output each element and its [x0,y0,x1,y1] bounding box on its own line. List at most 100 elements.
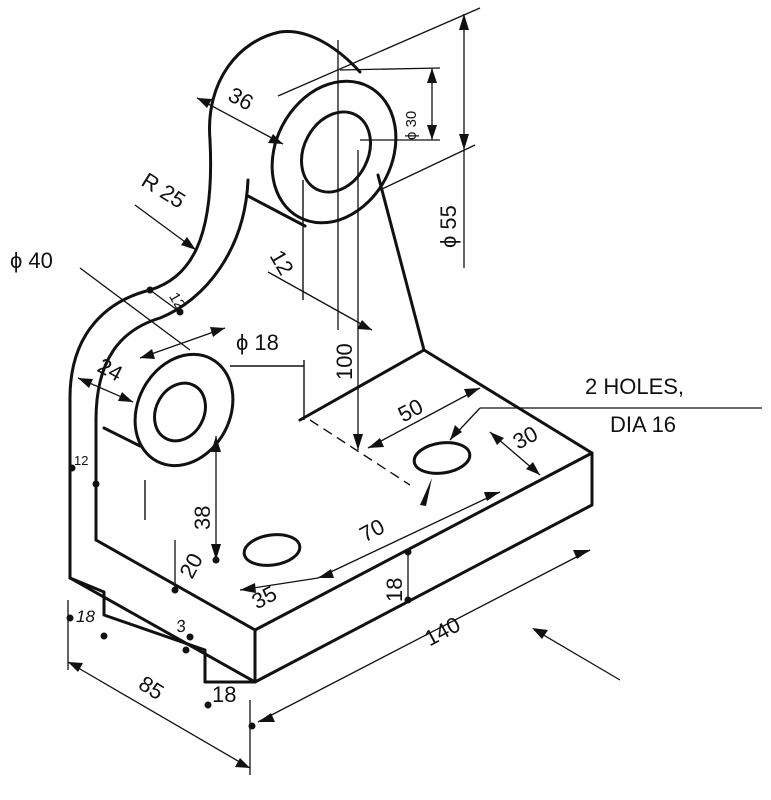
dim-dot [204,701,212,709]
dim-dot [404,596,412,604]
dim-phi30-ext1 [339,67,441,71]
arrowheads [68,14,590,768]
label-12-rib: 12 [265,246,299,280]
label-phi18: ϕ 18 [236,330,279,355]
arrowhead [459,14,469,30]
dim-phi18-line [139,327,226,359]
label-18-left: 18 [76,607,95,626]
upper-boss-back [208,30,362,142]
label-12-left: 12 [74,453,88,468]
holes-note-line1: 2 HOLES, [585,374,684,399]
base-top-face-edges [94,348,594,632]
dim-dot [182,646,190,654]
label-3: 3 [174,616,187,636]
dim-dot [68,464,76,472]
dim-dot [171,586,179,594]
arm-outer-curve [68,138,213,400]
arrowhead [464,388,480,398]
label-phi40: ϕ 40 [10,248,53,273]
label-36: 36 [224,82,257,116]
arrowhead [235,758,250,768]
dim-70-line [317,491,501,579]
lower-boss-side [102,426,142,448]
arrowhead [459,134,469,150]
hidden-line-base [309,419,411,486]
lower-boss-hole [153,381,207,443]
dim-dot [176,308,184,316]
base-hole-right [412,441,472,475]
label-r25: R 25 [137,168,190,214]
arrowhead [368,438,384,448]
dim-50-line [367,387,481,449]
upper-boss-face [270,79,398,225]
dim-dot [186,633,194,641]
arrowhead [78,378,93,388]
dim-85-line [67,661,251,769]
dim-dot [100,632,108,640]
arrowhead [353,434,363,450]
dim-phi40-leader [79,267,191,351]
label-140: 140 [420,612,464,651]
dimension-dots [66,286,412,730]
upper-boss-bottom [246,194,307,228]
label-18-step: 18 [382,578,407,602]
dim-dot [404,548,412,556]
arrowhead [357,320,372,330]
base-step-edges [68,576,257,684]
label-24: 24 [94,353,127,387]
label-38: 38 [190,506,215,530]
label-12-arm: 12 [165,290,188,313]
label-phi55: ϕ 55 [436,205,461,248]
arrowhead [258,713,275,722]
dim-dot [92,480,100,488]
arrowhead [427,68,437,83]
view-arrowhead [532,628,548,639]
arrowhead [450,425,462,440]
thin-lines [144,180,411,520]
dim-140-line [257,549,591,723]
label-phi30: ϕ 30 [403,111,420,140]
label-50: 50 [394,394,427,428]
arrowhead [268,134,283,144]
arm-inner-curve [94,178,250,422]
arrowhead [427,125,437,140]
dim-phi55-ext2 [379,144,476,191]
label-20: 20 [174,549,208,582]
arrowhead [181,237,196,250]
label-100: 100 [332,343,357,380]
base-bottom-front-edge [68,451,594,684]
arrowhead [118,392,133,402]
arrowhead [573,550,590,559]
arrowhead [68,662,83,672]
arrowhead [240,583,256,593]
dim-dot [212,556,220,564]
dim-dot [248,722,256,730]
arrowhead [526,462,540,475]
dim-dot [146,286,154,294]
arrowhead [211,544,221,560]
label-70: 70 [355,514,388,548]
label-30: 30 [509,421,542,455]
dim-phi55-ext1 [277,7,481,97]
arrowhead [420,478,432,506]
rib-edge [376,173,426,352]
dim-36-line [196,97,284,145]
dim-12-rib [267,271,373,331]
arrowhead [210,327,225,337]
base-hole-left [242,533,302,567]
lower-boss-outline [133,352,235,468]
arrowhead [140,349,155,359]
holes-note-line2: DIA 16 [610,412,676,437]
arrowhead [490,432,504,445]
arrowhead [318,569,334,578]
dim-12-arm [149,289,181,313]
upper-boss-hole [300,110,372,194]
label-18-bottom: 18 [212,682,236,707]
arrowhead [484,492,500,501]
label-85: 85 [134,671,168,705]
arrowhead [197,98,212,108]
dim-dot [66,614,74,622]
view-arrow-shaft [534,629,621,681]
